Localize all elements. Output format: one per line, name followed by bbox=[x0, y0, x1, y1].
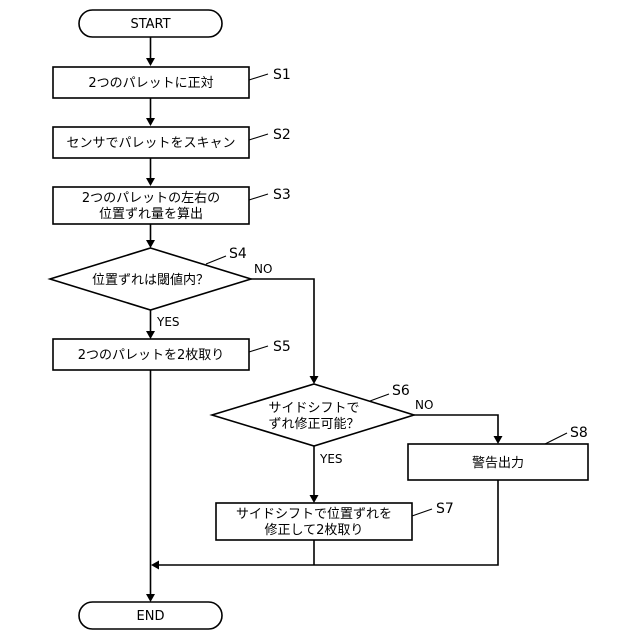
step-s7-line2: 修正して2枚取り bbox=[265, 523, 364, 538]
arrowhead bbox=[494, 436, 503, 444]
step-s1-label: S1 bbox=[273, 67, 291, 83]
arrowhead bbox=[146, 118, 155, 126]
connector-s4-no-s6 bbox=[251, 279, 314, 376]
start-text: START bbox=[130, 17, 170, 32]
decision-s4-leader bbox=[206, 256, 226, 264]
step-s5-label: S5 bbox=[273, 339, 291, 355]
arrowhead bbox=[146, 594, 155, 602]
decision-s4-text: 位置ずれは閾値内？ bbox=[92, 272, 209, 288]
step-s2-label: S2 bbox=[273, 127, 291, 143]
step-s2-text: センサでパレットをスキャン bbox=[66, 136, 235, 151]
step-s3-line1: 2つのパレットの左右の bbox=[82, 191, 220, 206]
arrowhead bbox=[146, 58, 155, 66]
step-s1-text: 2つのパレットに正対 bbox=[88, 76, 213, 91]
decision-s6-line1: サイドシフトで bbox=[268, 401, 359, 416]
decision-s6-line2: ずれ修正可能？ bbox=[268, 417, 359, 432]
connector-s6-no-s8 bbox=[414, 415, 498, 436]
step-s8-text: 警告出力 bbox=[472, 455, 524, 471]
decision-s6-no: NO bbox=[415, 398, 433, 412]
decision-s6-yes: YES bbox=[319, 452, 343, 466]
arrowhead bbox=[146, 240, 155, 248]
decision-s4-no: NO bbox=[254, 262, 272, 276]
step-s3-label: S3 bbox=[273, 187, 291, 203]
step-s7-line1: サイドシフトで位置ずれを bbox=[236, 507, 392, 522]
decision-s6-label: S6 bbox=[392, 383, 410, 399]
step-s7-leader bbox=[412, 509, 432, 516]
step-s2-leader bbox=[249, 134, 268, 140]
step-s1-leader bbox=[249, 74, 268, 80]
decision-s4-label: S4 bbox=[229, 246, 247, 262]
arrowhead bbox=[146, 331, 155, 339]
step-s3-leader bbox=[249, 194, 268, 200]
arrowhead bbox=[151, 561, 159, 570]
step-s5-leader bbox=[249, 346, 268, 352]
step-s7-label: S7 bbox=[436, 501, 454, 517]
step-s8-label: S8 bbox=[570, 425, 588, 441]
decision-s4-yes: YES bbox=[156, 315, 180, 329]
arrowhead bbox=[310, 376, 319, 384]
decision-s6-leader bbox=[370, 394, 389, 401]
arrowhead bbox=[310, 495, 319, 503]
arrowhead bbox=[146, 178, 155, 186]
step-s5-text: 2つのパレットを2枚取り bbox=[78, 348, 225, 363]
step-s8-leader bbox=[545, 433, 567, 444]
end-text: END bbox=[137, 609, 165, 624]
step-s3-line2: 位置ずれ量を算出 bbox=[99, 207, 203, 222]
